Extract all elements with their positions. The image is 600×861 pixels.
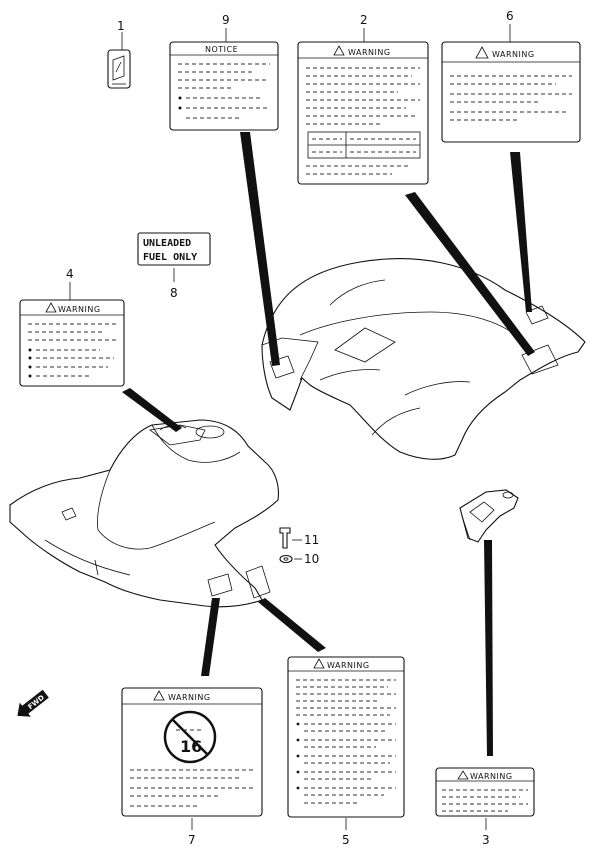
- part-6-warning-label: 6 WARNING: [441, 9, 581, 143]
- unleaded-line-2: FUEL ONLY: [143, 252, 197, 263]
- leader-wedge-6: [510, 152, 532, 312]
- part-10-washer: 10: [279, 552, 319, 566]
- warning-heading-7: WARNING: [168, 693, 211, 702]
- leader-wedge-7: [201, 598, 220, 676]
- callout-5: 5: [342, 833, 350, 847]
- warning-heading-2: WARNING: [348, 48, 391, 57]
- leader-wedge-2: [405, 192, 535, 356]
- callout-9: 9: [222, 13, 230, 27]
- callout-1: 1: [117, 19, 125, 33]
- leader-wedges: [122, 132, 535, 756]
- part-4-warning-label: 4 WARNING: [19, 267, 125, 387]
- callout-4: 4: [66, 267, 74, 281]
- warning-heading-3: WARNING: [470, 772, 513, 781]
- part-8-fuel-label: UNLEADED FUEL ONLY 8: [137, 232, 211, 300]
- callout-8: 8: [170, 286, 178, 300]
- leader-wedge-4: [122, 388, 182, 432]
- fwd-arrow-icon: FWD: [17, 689, 49, 717]
- callout-10: 10: [304, 552, 319, 566]
- callout-11: 11: [304, 533, 319, 547]
- warning-heading-5: WARNING: [327, 661, 370, 670]
- part-2-warning-label: 2 WARNING: [297, 13, 429, 185]
- part-11-bolt: 11: [279, 527, 319, 549]
- front-fender: [9, 419, 279, 608]
- callout-2: 2: [360, 13, 368, 27]
- part-5-warning-label: WARNING 5: [287, 656, 405, 847]
- part-9-notice-label: 9 NOTICE: [169, 13, 279, 131]
- warning-heading-6: WARNING: [492, 50, 535, 59]
- callout-7: 7: [188, 833, 196, 847]
- callout-6: 6: [506, 9, 514, 23]
- notice-heading: NOTICE: [205, 45, 238, 54]
- warning-heading-4: WARNING: [58, 305, 101, 314]
- part-3-bracket: [459, 489, 519, 543]
- part-3-warning-label: WARNING 3: [435, 767, 535, 847]
- rear-fender: [261, 258, 586, 460]
- part-7-warning-label: WARNING 16 7: [121, 687, 263, 847]
- leader-wedge-3: [484, 540, 493, 756]
- leader-wedge-9: [240, 132, 280, 366]
- unleaded-line-1: UNLEADED: [143, 238, 191, 249]
- leader-wedge-5: [258, 598, 326, 652]
- callout-3: 3: [482, 833, 490, 847]
- age-limit-number: 16: [180, 737, 202, 756]
- part-1-decal: 1: [107, 19, 131, 89]
